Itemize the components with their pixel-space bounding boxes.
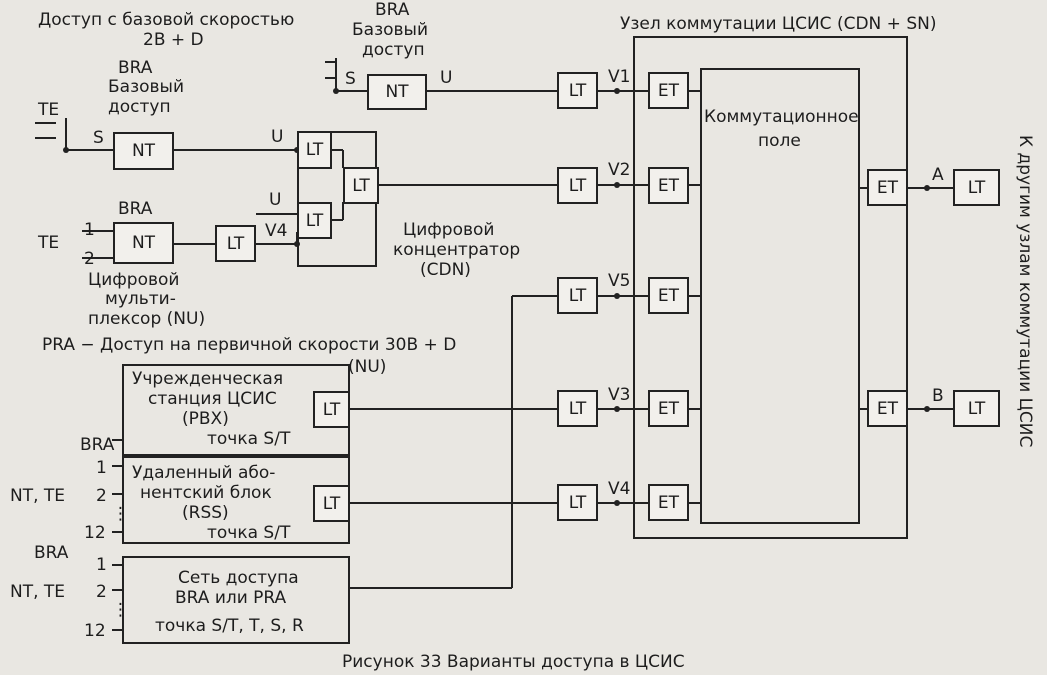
rss-label-3: (RSS) xyxy=(182,503,229,523)
nt-mux-box: NT xyxy=(113,222,174,264)
access-num-2: 2 xyxy=(96,582,107,602)
basic-rate-label: 2B + D xyxy=(143,30,204,50)
other-nodes-label: К другим узлам коммутации ЦСИС xyxy=(1015,135,1035,448)
v2-label: V2 xyxy=(608,160,631,180)
nt-te-rss: NT, TE xyxy=(10,486,66,506)
access-net-label-2: BRA или PRA xyxy=(175,588,287,608)
pbx-label-3: (PBX) xyxy=(182,409,229,429)
u-label-top: U xyxy=(440,68,453,88)
rss-label-1: Удаленный або- xyxy=(132,463,276,483)
access-num-12: 12 xyxy=(84,621,106,641)
access-net-box xyxy=(122,556,350,644)
s-label-left: S xyxy=(93,128,104,148)
node-lt-v2: LT xyxy=(557,167,598,204)
figure-caption: Рисунок 33 Варианты доступа в ЦСИС xyxy=(342,652,685,672)
et-v4: ET xyxy=(648,484,689,521)
rss-num-12: 12 xyxy=(84,523,106,543)
node-lt-v1: LT xyxy=(557,72,598,109)
bra-mux-label: BRA xyxy=(118,199,153,219)
bra-top-label: BRA xyxy=(375,0,410,20)
rss-lt: LT xyxy=(313,485,350,522)
te-label-1: TE xyxy=(38,100,60,120)
switch-field-label-1: Коммутационное xyxy=(704,107,859,127)
nu-label: (NU) xyxy=(348,357,387,377)
bra-access-label: BRA xyxy=(34,543,69,563)
nt-te-access: NT, TE xyxy=(10,582,66,602)
v1-label: V1 xyxy=(608,67,631,87)
et-v3: ET xyxy=(648,390,689,427)
u-label-left: U xyxy=(271,127,284,147)
v4-label: V4 xyxy=(608,479,631,499)
lt-a: LT xyxy=(953,169,1000,206)
bra-left-desc-2: доступ xyxy=(108,97,171,117)
mux-label-3: плексор (NU) xyxy=(88,309,206,329)
rss-dots: ⋮ xyxy=(112,504,129,524)
node-title: Узел коммутации ЦСИС (CDN + SN) xyxy=(620,14,937,34)
concentrator-lt-main: LT xyxy=(343,167,379,204)
mux-label-1: Цифровой xyxy=(88,270,180,290)
et-b: ET xyxy=(867,390,908,427)
nt-left-box: NT xyxy=(113,132,174,170)
nt-top-box: NT xyxy=(367,74,427,110)
node-outer-box xyxy=(633,36,908,539)
bra-top-desc-1: Базовый xyxy=(352,20,429,40)
rss-num-2: 2 xyxy=(96,486,107,506)
access-dots: ⋮ xyxy=(112,600,129,620)
bra-top-desc-2: доступ xyxy=(362,40,425,60)
lt-mux-box: LT xyxy=(215,225,256,262)
te-label-2: TE xyxy=(38,233,60,253)
v4-label-conc: V4 xyxy=(265,221,288,241)
lt-b: LT xyxy=(953,390,1000,427)
concentrator-lt-1: LT xyxy=(297,131,332,169)
mux-num-2: 2 xyxy=(84,249,95,269)
pbx-label-1: Учрежденческая xyxy=(132,369,284,389)
b-label: B xyxy=(932,386,944,406)
rss-num-1: 1 xyxy=(96,458,107,478)
et-v5: ET xyxy=(648,277,689,314)
node-lt-v5: LT xyxy=(557,277,598,314)
et-v1: ET xyxy=(648,72,689,109)
rss-label-2: нентский блок xyxy=(140,483,272,503)
concentrator-label-3: (CDN) xyxy=(420,260,471,280)
bra-left-label: BRA xyxy=(118,58,153,78)
concentrator-label-2: концентратор xyxy=(393,240,521,260)
concentrator-label-1: Цифровой xyxy=(403,220,495,240)
bra-pbx-label: BRA xyxy=(80,435,115,455)
access-num-1: 1 xyxy=(96,555,107,575)
node-lt-v3: LT xyxy=(557,390,598,427)
pbx-lt: LT xyxy=(313,391,350,428)
pbx-label-2: станция ЦСИС xyxy=(148,389,277,409)
mux-label-2: мульти- xyxy=(105,289,176,309)
bra-left-desc-1: Базовый xyxy=(108,77,185,97)
pbx-label-4: точка S/T xyxy=(207,429,291,449)
s-label-top: S xyxy=(345,69,356,89)
switch-field-box xyxy=(700,68,860,524)
mux-num-1: 1 xyxy=(84,220,95,240)
access-net-label-3: точка S/T, T, S, R xyxy=(155,616,304,636)
v3-label: V3 xyxy=(608,385,631,405)
et-a: ET xyxy=(867,169,908,206)
access-net-label-1: Сеть доступа xyxy=(178,568,299,588)
basic-access-label: Доступ с базовой скоростью xyxy=(38,10,295,30)
a-label: A xyxy=(932,165,944,185)
concentrator-lt-2: LT xyxy=(297,202,332,239)
et-v2: ET xyxy=(648,167,689,204)
pra-access-label: PRA − Доступ на первичной скорости 30B +… xyxy=(42,335,457,355)
u-label-conc: U xyxy=(269,190,282,210)
v5-label: V5 xyxy=(608,271,631,291)
switch-field-label-2: поле xyxy=(758,131,801,151)
node-lt-v4: LT xyxy=(557,484,598,521)
rss-label-4: точка S/T xyxy=(207,523,291,543)
